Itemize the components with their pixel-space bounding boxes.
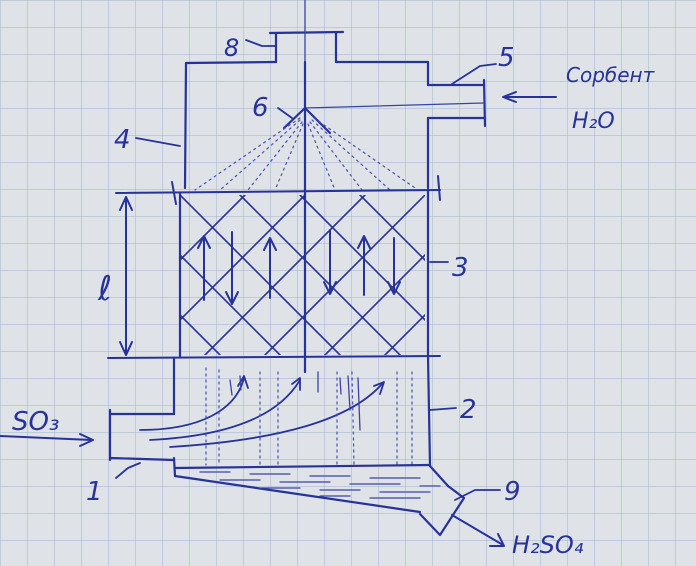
liquid-inflow-arrow	[502, 91, 557, 103]
label-3: 3	[452, 253, 469, 283]
top-outlet	[268, 30, 345, 64]
stream-gas-inlet: SO₃	[12, 407, 59, 437]
spray-pattern	[194, 117, 419, 191]
dimension-label: ℓ	[97, 269, 112, 309]
packing-section	[178, 188, 430, 358]
stream-water: H₂O	[572, 109, 615, 134]
liquid-inlet-pipe	[304, 78, 487, 128]
gas-flow-arrows	[139, 375, 385, 448]
label-5: 5	[498, 43, 515, 73]
label-2: 2	[460, 395, 477, 425]
stream-acid-outlet: H₂SO₄	[512, 531, 584, 559]
bottom-flange	[107, 355, 441, 359]
label-4: 4	[114, 125, 131, 155]
packing-flow-arrows	[197, 229, 401, 305]
conical-bottom	[173, 463, 466, 537]
upper-shell	[183, 60, 430, 190]
stream-top-inflow: Сорбент	[566, 63, 656, 87]
drip-streaks	[229, 371, 361, 431]
label-9: 9	[504, 477, 521, 507]
packing-height-dimension	[119, 196, 133, 356]
leader-lines	[115, 39, 501, 501]
acid-outlet-arrow	[451, 514, 505, 547]
label-1: 1	[86, 477, 103, 507]
top-flange	[115, 175, 441, 205]
gas-inlet-pipe	[0, 408, 176, 462]
label-6: 6	[252, 93, 269, 123]
liquid-drips	[205, 367, 413, 466]
label-8: 8	[224, 34, 239, 62]
